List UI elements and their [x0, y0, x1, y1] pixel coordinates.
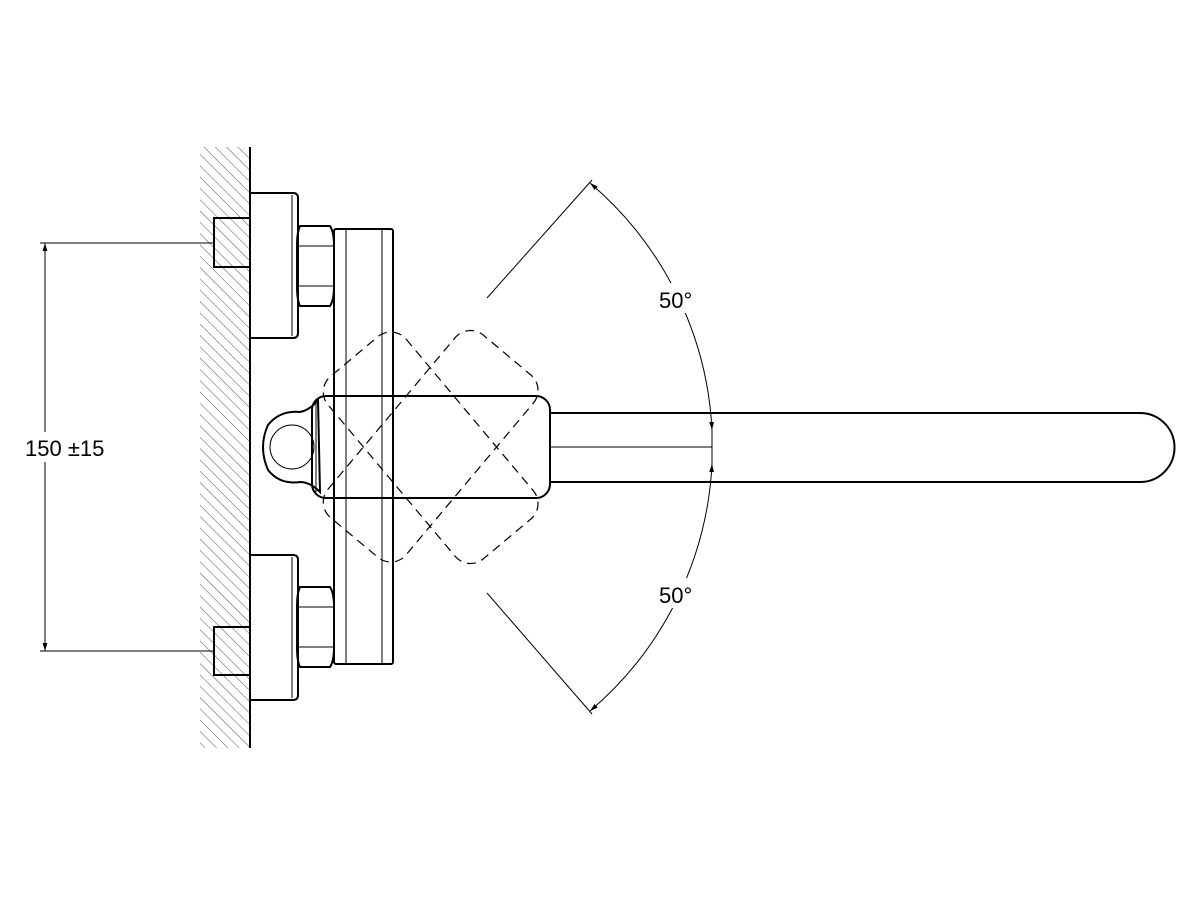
- spacing-dimension: 150 ±15: [20, 242, 214, 652]
- wall: [200, 147, 251, 748]
- spout: [549, 412, 1176, 483]
- lower-mount: [213, 554, 335, 701]
- handle-rotated-down: [322, 331, 539, 565]
- lever-handle: [262, 395, 551, 499]
- angle-down-label: 50°: [659, 583, 692, 608]
- spacing-label: 150 ±15: [25, 436, 104, 461]
- mixer-body: [333, 228, 394, 665]
- angle-dimension: 50° 50°: [486, 179, 714, 715]
- handle-rotated-up: [322, 329, 539, 563]
- angle-up-label: 50°: [659, 288, 692, 313]
